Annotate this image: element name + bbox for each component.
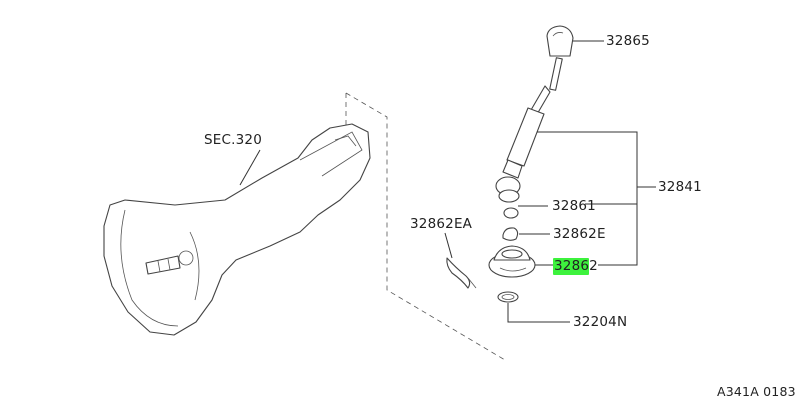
label-part-32862E[interactable]: 32862E	[553, 226, 606, 242]
label-part-32862EA[interactable]: 32862EA	[410, 216, 473, 232]
shift-lever-drawing	[495, 25, 574, 203]
cable-strap-drawing	[446, 257, 477, 289]
transmission-case-drawing	[103, 123, 371, 336]
label-part-32862-suffix: 2	[589, 258, 598, 274]
highlighted-part-marker	[553, 258, 589, 275]
label-part-32865[interactable]: 32865	[606, 33, 650, 49]
label-part-32841[interactable]: 32841	[658, 179, 702, 195]
snap-ring-drawing	[497, 291, 519, 303]
spring-washer-drawing	[503, 207, 519, 219]
leader-lines	[239, 40, 656, 323]
lever-boot-drawing	[488, 245, 536, 278]
label-part-32204N[interactable]: 32204N	[573, 314, 628, 330]
label-part-32861[interactable]: 32861	[552, 198, 596, 214]
retainer-clip-drawing	[502, 227, 519, 241]
diagram-reference-code: A341A 0183	[717, 384, 796, 399]
label-part-32862[interactable]: 32862	[554, 258, 598, 274]
dashed-mount-outline	[345, 92, 506, 361]
label-part-32862-highlighted: 3286	[554, 258, 590, 274]
label-sec320[interactable]: SEC.320	[204, 132, 262, 148]
